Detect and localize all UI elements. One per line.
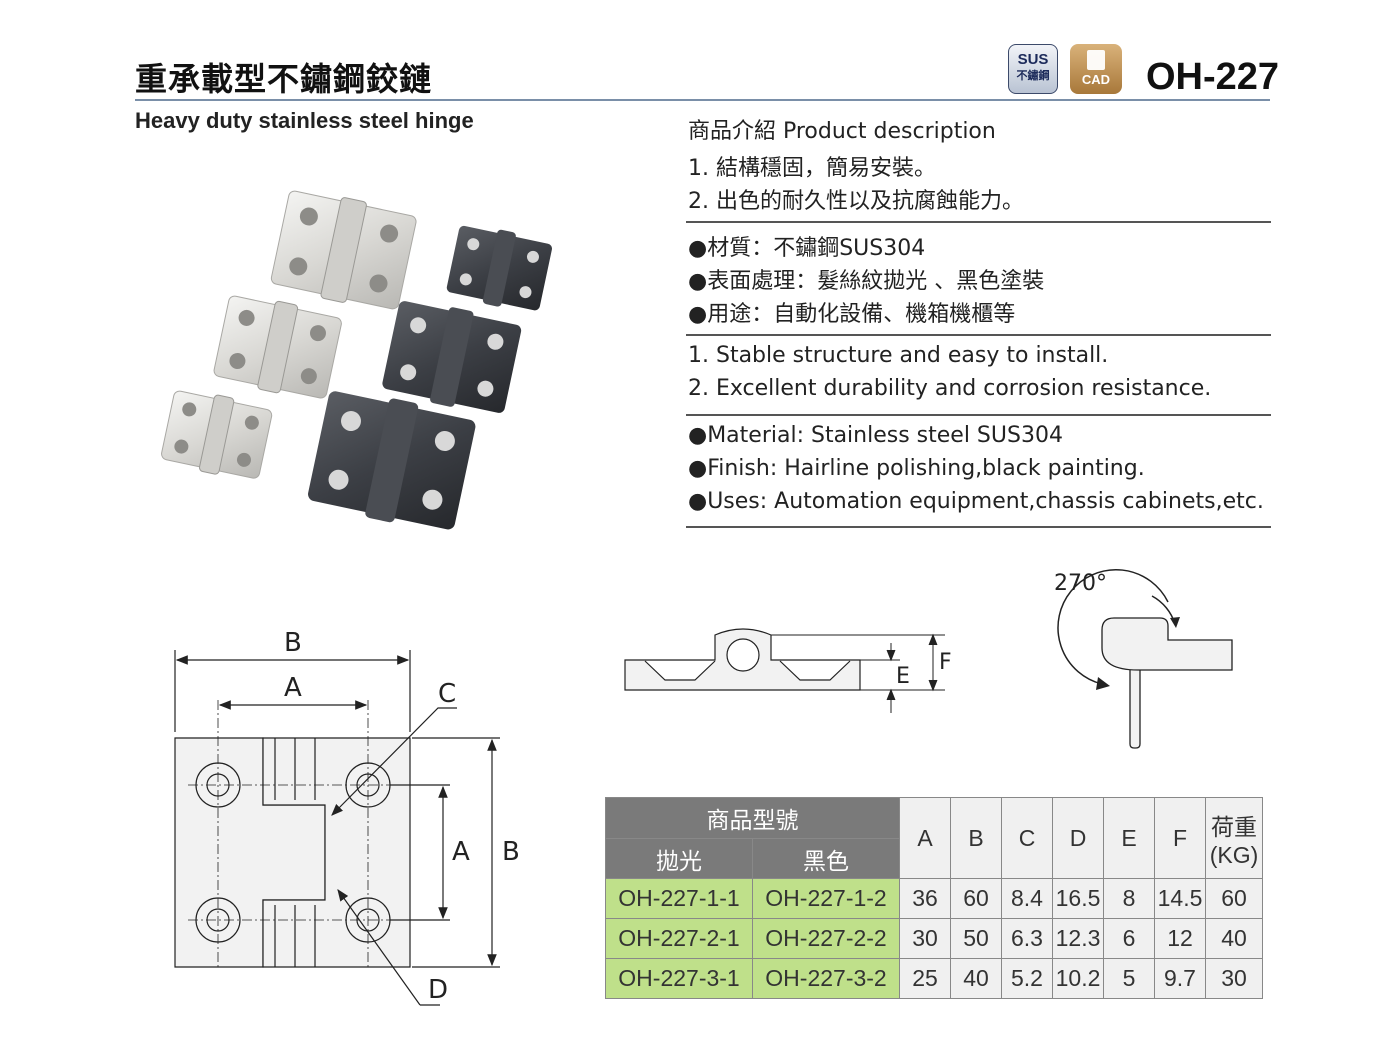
th-black: 黑色	[752, 838, 900, 879]
side-view-drawing: E F	[624, 628, 952, 713]
cell-a: 25	[899, 958, 951, 999]
divider	[686, 414, 1271, 416]
cell-c: 8.4	[1001, 878, 1053, 919]
document-icon	[1087, 50, 1105, 70]
en-spec-material: ●Material: Stainless steel SUS304	[688, 423, 1063, 448]
cell-e: 5	[1103, 958, 1155, 999]
cn-spec-finish: ●表面處理：髮絲紋拋光 、黑色塗裝	[688, 269, 1045, 294]
th-load-line1: 荷重	[1211, 813, 1257, 840]
spec-table: 商品型號 A B C D E F 荷重 (KG) 拋光 黑色 OH-227-1-…	[605, 797, 1263, 999]
page-title: 重承載型不鏽鋼鉸鏈	[135, 60, 433, 98]
th-c: C	[1001, 797, 1053, 879]
badge-cad-label: CAD	[1081, 72, 1111, 87]
divider	[686, 526, 1271, 528]
product-photo	[161, 190, 552, 530]
dim-label-b-right: B	[502, 837, 520, 867]
cell-f: 12	[1154, 918, 1206, 959]
cell-b: 50	[950, 918, 1002, 959]
en-point-2: 2. Excellent durability and corrosion re…	[688, 376, 1212, 401]
cn-spec-material: ●材質：不鏽鋼SUS304	[688, 236, 926, 261]
dim-label-a-right: A	[452, 837, 470, 867]
th-d: D	[1052, 797, 1104, 879]
cell-load: 60	[1205, 878, 1263, 919]
divider	[686, 334, 1271, 336]
cn-point-2: 2. 出色的耐久性以及抗腐蝕能力。	[688, 189, 1024, 214]
en-spec-uses: ●Uses: Automation equipment,chassis cabi…	[688, 489, 1264, 514]
divider	[686, 221, 1271, 223]
cell-d: 12.3	[1052, 918, 1104, 959]
th-b: B	[950, 797, 1002, 879]
cell-d: 10.2	[1052, 958, 1104, 999]
cell-e: 6	[1103, 918, 1155, 959]
dim-label-f: F	[939, 650, 952, 675]
cell-black: OH-227-1-2	[752, 878, 900, 919]
cell-black: OH-227-3-2	[752, 958, 900, 999]
cell-c: 6.3	[1001, 918, 1053, 959]
cell-d: 16.5	[1052, 878, 1104, 919]
th-load-line2: (KG)	[1209, 841, 1259, 868]
cell-f: 14.5	[1154, 878, 1206, 919]
th-e: E	[1103, 797, 1155, 879]
cn-spec-uses: ●用途：自動化設備、機箱機櫃等	[688, 302, 1016, 327]
table-row: OH-227-1-1 OH-227-1-2 36 60 8.4 16.5 8 1…	[605, 878, 1263, 919]
black-hinge-medium	[382, 301, 522, 413]
rotation-angle-label: 270°	[1054, 571, 1107, 596]
front-view-drawing: B A C A B D	[174, 628, 520, 1006]
dim-label-b-top: B	[284, 628, 302, 658]
cell-polish: OH-227-2-1	[605, 918, 753, 959]
cell-f: 9.7	[1154, 958, 1206, 999]
cell-e: 8	[1103, 878, 1155, 919]
cell-polish: OH-227-3-1	[605, 958, 753, 999]
sus-badge-icon: SUS 不鏽鋼	[1008, 44, 1058, 94]
dim-label-c: C	[438, 679, 456, 709]
cell-b: 60	[950, 878, 1002, 919]
cell-b: 40	[950, 958, 1002, 999]
rotation-angle-diagram: 270°	[1054, 568, 1233, 749]
dim-label-d: D	[428, 975, 448, 1005]
table-row: OH-227-2-1 OH-227-2-2 30 50 6.3 12.3 6 1…	[605, 918, 1263, 959]
th-polish: 拋光	[605, 838, 753, 879]
cell-c: 5.2	[1001, 958, 1053, 999]
silver-hinge-medium	[213, 295, 342, 399]
cell-black: OH-227-2-2	[752, 918, 900, 959]
page-subtitle: Heavy duty stainless steel hinge	[135, 108, 474, 133]
badge-sus-label: SUS	[1017, 51, 1049, 68]
title-divider	[135, 99, 1270, 101]
th-a: A	[899, 797, 951, 879]
black-hinge-large	[308, 391, 476, 530]
cell-load: 30	[1205, 958, 1263, 999]
cn-point-1: 1. 結構穩固，簡易安裝。	[688, 156, 936, 181]
th-f: F	[1154, 797, 1206, 879]
badge-sus-sublabel: 不鏽鋼	[1016, 70, 1050, 82]
th-load: 荷重 (KG)	[1205, 797, 1263, 879]
en-point-1: 1. Stable structure and easy to install.	[688, 343, 1109, 368]
description-heading: 商品介紹 Product description	[688, 119, 996, 144]
en-spec-finish: ●Finish: Hairline polishing,black painti…	[688, 456, 1145, 481]
table-row: OH-227-3-1 OH-227-3-2 25 40 5.2 10.2 5 9…	[605, 958, 1263, 999]
model-number: OH-227	[1146, 56, 1280, 98]
cad-download-icon[interactable]: CAD	[1070, 44, 1122, 94]
silver-hinge-large	[270, 190, 417, 310]
black-hinge-small	[446, 225, 552, 311]
silver-hinge-small	[161, 390, 273, 479]
th-model: 商品型號	[605, 797, 900, 839]
cell-load: 40	[1205, 918, 1263, 959]
dim-label-e: E	[896, 664, 910, 689]
cell-polish: OH-227-1-1	[605, 878, 753, 919]
cell-a: 36	[899, 878, 951, 919]
cell-a: 30	[899, 918, 951, 959]
dim-label-a-top: A	[284, 673, 302, 703]
